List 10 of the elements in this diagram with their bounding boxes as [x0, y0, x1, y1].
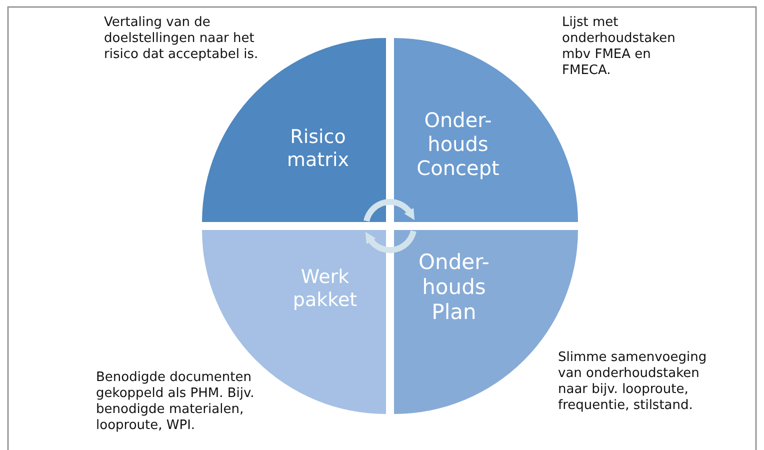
segment-title: Onder-houds Concept	[416, 108, 500, 180]
description-text: Slimme samenvoeging van onderhoudstaken naar bijv. looproute, frequentie, stilstand.	[558, 350, 708, 414]
curved-arrow	[364, 230, 416, 254]
segment-title: Onder-houds Plan	[418, 250, 490, 326]
segment-title: Risico matrix	[286, 126, 350, 172]
curved-arrow	[364, 198, 416, 222]
description-text: Benodigde documenten gekoppeld als PHM. Bijv. benodigde materialen, looproute, WPI.	[96, 370, 256, 434]
description-text: Vertaling van de doelstellingen naar het risico dat acceptabel is.	[104, 15, 260, 63]
segment-title: Werk pakket	[292, 266, 358, 312]
description-text: Lijst met onderhoudstaken mbv FMEA en FMECA.	[562, 15, 676, 79]
